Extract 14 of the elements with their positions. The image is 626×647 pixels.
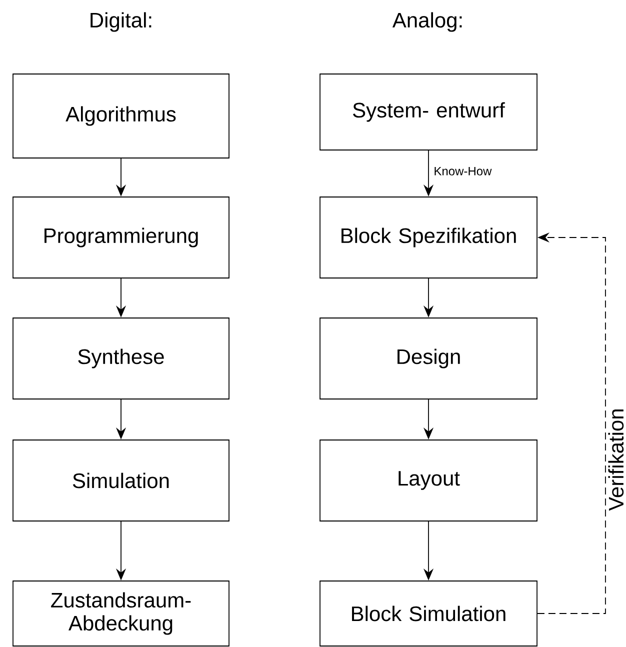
process-box: Zustandsraum- Abdeckung xyxy=(12,580,230,646)
process-box: Design xyxy=(320,318,538,400)
edge-label: Verifikation xyxy=(607,407,625,512)
column-heading: Analog: xyxy=(392,12,462,32)
process-box: Simulation xyxy=(12,440,230,522)
process-box: Algorithmus xyxy=(12,74,230,158)
process-box: Layout xyxy=(320,440,538,522)
process-box: Block Simulation xyxy=(320,580,538,646)
process-box: Programmierung xyxy=(12,196,230,278)
process-box: Block Spezifikation xyxy=(320,196,538,278)
edge-label: Know-How xyxy=(432,166,493,176)
process-box: Synthese xyxy=(12,318,230,400)
process-box: System- entwurf xyxy=(320,74,538,150)
column-heading: Digital: xyxy=(90,12,152,32)
